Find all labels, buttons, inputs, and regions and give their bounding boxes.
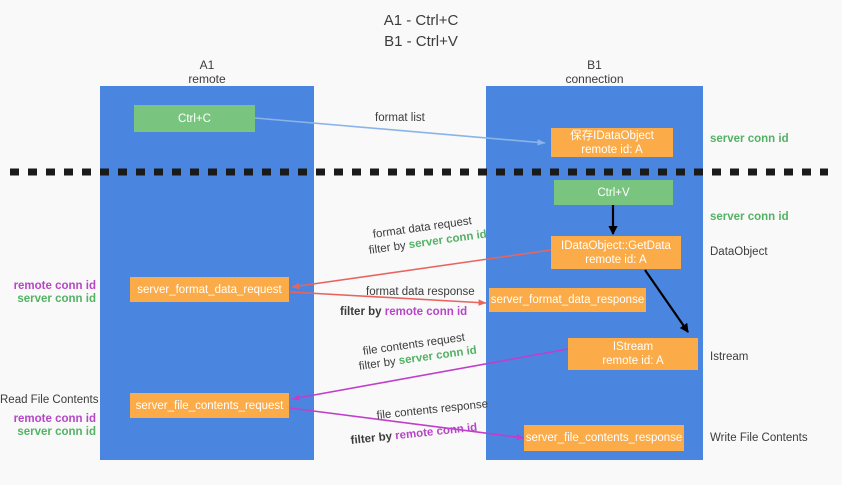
- label-file-contents-response-filter: filter by remote conn id: [350, 421, 478, 448]
- box-idataobject-getdata[interactable]: IDataObject::GetData remote id: A: [551, 236, 681, 269]
- label-file-contents-response: file contents response: [376, 398, 489, 422]
- annotation-istream: Istream: [710, 351, 749, 363]
- lane-b1-sub: connection: [565, 72, 624, 86]
- title-line-2: B1 - Ctrl+V: [384, 33, 458, 50]
- filter-prefix: filter by: [358, 355, 400, 373]
- annotation-server-conn-id-top: server conn id: [710, 133, 789, 145]
- box-server-file-contents-response[interactable]: server_file_contents_response: [524, 425, 684, 451]
- box-istream[interactable]: IStream remote id: A: [568, 338, 698, 370]
- title-line-1: A1 - Ctrl+C: [383, 12, 459, 29]
- annotation-read-file-contents: Read File Contents: [0, 394, 99, 406]
- annotation-write-file-contents: Write File Contents: [710, 432, 808, 444]
- box-ctrl-c[interactable]: Ctrl+C: [134, 105, 255, 132]
- box-server-file-contents-request[interactable]: server_file_contents_request: [130, 393, 289, 418]
- lane-a1-name: A1: [199, 58, 215, 72]
- lane-a1-sub: remote: [188, 72, 226, 86]
- filter-prefix: filter by: [350, 430, 396, 447]
- annotation-format-server-conn-id: server conn id: [17, 293, 96, 305]
- annotation-file-server-conn-id: server conn id: [17, 426, 96, 438]
- annotation-dataobject: DataObject: [710, 246, 768, 258]
- filter-prefix: filter by: [340, 306, 385, 318]
- label-format-list: format list: [375, 112, 425, 124]
- box-server-format-data-response[interactable]: server_format_data_response: [489, 288, 646, 312]
- lane-header-a1: A1 remote: [100, 58, 314, 86]
- label-format-data-response: format data response: [366, 286, 475, 298]
- lane-header-b1: B1 connection: [486, 58, 703, 86]
- filter-value-remote-conn-id: remote conn id: [384, 306, 468, 318]
- annotation-file-remote-conn-id: remote conn id: [13, 413, 96, 425]
- annotation-server-conn-id-mid: server conn id: [710, 211, 789, 223]
- filter-prefix: filter by: [368, 239, 410, 257]
- box-ctrl-v[interactable]: Ctrl+V: [554, 180, 673, 205]
- page-title: A1 - Ctrl+C B1 - Ctrl+V: [0, 10, 842, 52]
- filter-value-remote-conn-id: remote conn id: [394, 421, 478, 443]
- label-format-data-response-filter: filter by remote conn id: [340, 305, 467, 319]
- lane-b1-name: B1: [587, 58, 602, 72]
- annotation-format-remote-conn-id: remote conn id: [13, 280, 96, 292]
- box-save-idataobject[interactable]: 保存IDataObject remote id: A: [551, 128, 673, 157]
- box-server-format-data-request[interactable]: server_format_data_request: [130, 277, 289, 302]
